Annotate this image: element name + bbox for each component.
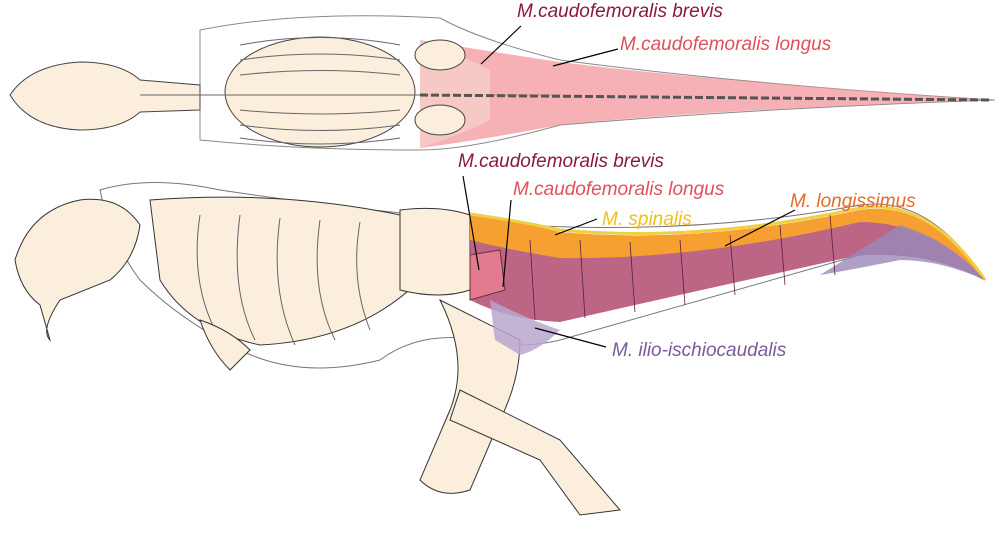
leader-side-longissimus [724, 209, 796, 247]
label-top-caudofemoralis-longus: M.caudofemoralis longus [620, 34, 832, 55]
leader-top-longus [552, 48, 619, 67]
lateral-view-skeleton [14, 182, 987, 516]
label-ilio-ischiocaudalis: M. ilio-ischiocaudalis [612, 340, 787, 361]
label-side-caudofemoralis-brevis: M.caudofemoralis brevis [458, 151, 664, 172]
leader-lines [462, 25, 796, 348]
leader-top-brevis [480, 25, 522, 65]
label-spinalis: M. spinalis [602, 209, 692, 230]
dorsal-view-skeleton [9, 15, 996, 151]
label-side-caudofemoralis-longus: M.caudofemoralis longus [513, 179, 725, 200]
label-longissimus: M. longissimus [790, 191, 916, 212]
leader-side-ilio [534, 327, 607, 348]
label-top-caudofemoralis-brevis: M.caudofemoralis brevis [517, 1, 723, 22]
leader-side-longus [502, 199, 512, 288]
leader-side-brevis [462, 175, 480, 271]
leader-side-spinalis [554, 218, 598, 236]
